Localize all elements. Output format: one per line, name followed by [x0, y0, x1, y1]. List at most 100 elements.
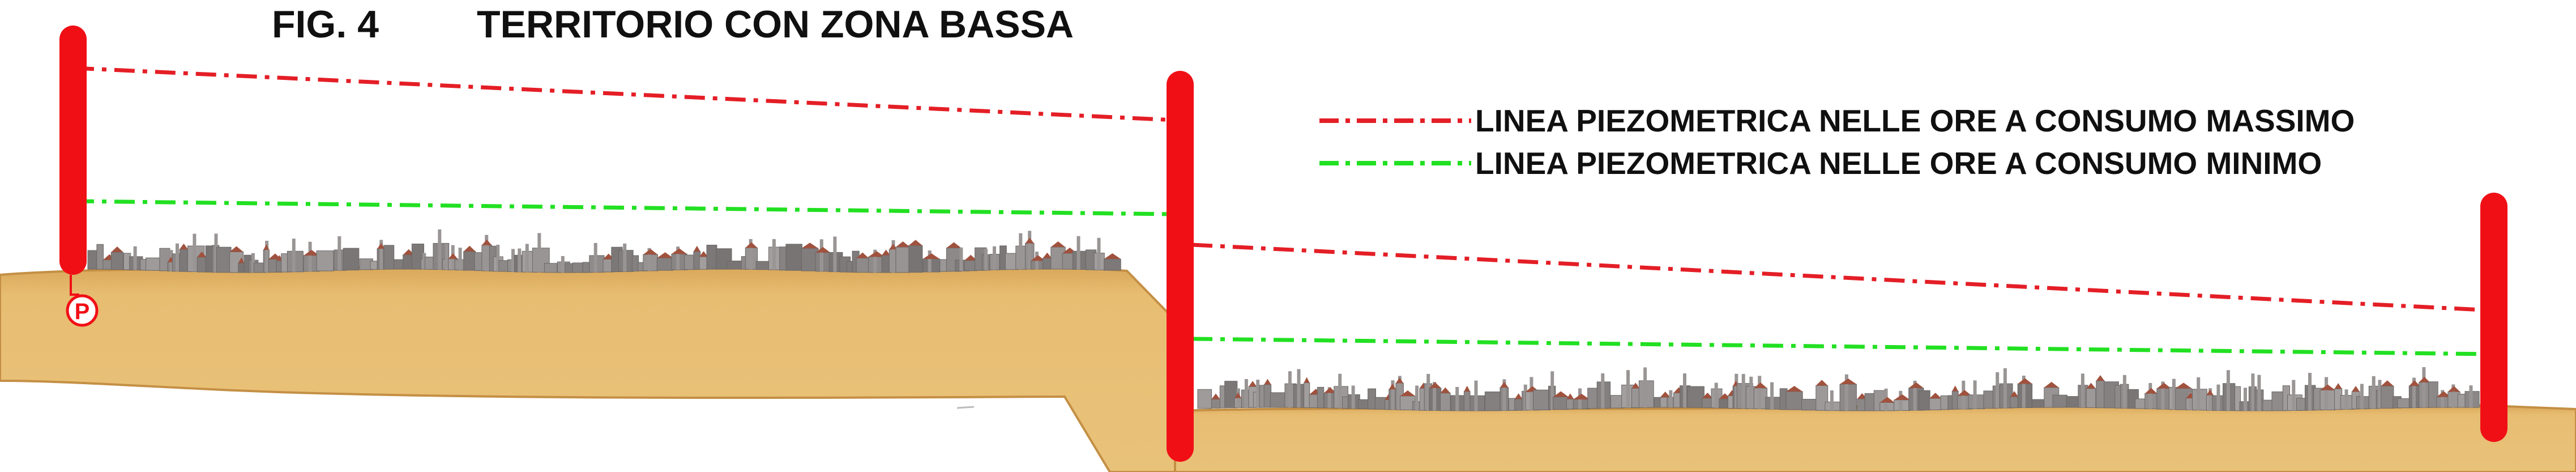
- town-building: [1270, 392, 1285, 408]
- town-tower: [1683, 373, 1686, 408]
- town-tower: [458, 248, 462, 270]
- town-building: [1687, 386, 1704, 408]
- town-tower: [1601, 373, 1605, 409]
- town-roof: [699, 251, 708, 257]
- town-tower: [1097, 237, 1101, 270]
- town-building: [908, 245, 923, 273]
- town-tower: [2003, 368, 2007, 409]
- town-tower: [1028, 231, 1032, 270]
- town-building: [856, 258, 869, 273]
- town-building: [656, 257, 674, 271]
- town-roof: [1104, 253, 1121, 259]
- town-roof: [882, 249, 891, 256]
- town-roof: [1500, 382, 1509, 388]
- town-building: [1342, 396, 1349, 409]
- town-building: [785, 244, 802, 271]
- town-roof: [403, 249, 415, 255]
- town-roof: [2018, 378, 2032, 384]
- town-building: [631, 255, 639, 271]
- town-tower: [525, 244, 529, 273]
- town-tower: [2441, 390, 2445, 407]
- town-building: [179, 249, 189, 272]
- town-roof: [2419, 376, 2430, 382]
- lower-plain-ground: [1174, 403, 2576, 472]
- town-roof: [2086, 382, 2096, 389]
- town-upper: [87, 229, 1121, 273]
- town-roof: [1566, 393, 1574, 399]
- town-roof: [1389, 384, 1396, 390]
- town-roof: [671, 248, 687, 254]
- town-roof: [1553, 391, 1569, 397]
- town-roof: [111, 246, 123, 252]
- town-building: [1104, 258, 1121, 271]
- town-roof: [889, 244, 898, 250]
- town-roof: [1249, 381, 1257, 387]
- town-roof: [2320, 384, 2335, 390]
- town-tower: [2257, 375, 2261, 411]
- town-tower: [2451, 384, 2455, 407]
- town-roof: [2175, 382, 2192, 389]
- town-building: [1929, 398, 1942, 410]
- town-tower: [2122, 375, 2126, 409]
- town-tower: [1749, 376, 1753, 409]
- town-roof: [1908, 382, 1924, 388]
- town-building: [2052, 394, 2067, 408]
- town-lower: [1197, 367, 2480, 411]
- town-roof: [922, 253, 940, 260]
- town-building: [2031, 399, 2045, 408]
- town-tower: [873, 249, 877, 273]
- town-roof: [693, 245, 700, 252]
- town-tower: [2325, 377, 2329, 410]
- town-roof: [1429, 382, 1441, 388]
- town-roof: [1264, 379, 1271, 385]
- town-tower: [1426, 373, 1430, 411]
- town-tower: [1415, 385, 1419, 410]
- legend: LINEA PIEZOMETRICA NELLE ORE A CONSUMO M…: [1319, 103, 2355, 181]
- town-building: [1463, 391, 1471, 411]
- town-building: [939, 259, 947, 272]
- town-tower: [819, 239, 823, 271]
- town-roof: [463, 245, 476, 252]
- town-tower: [338, 236, 341, 271]
- town-tower: [993, 246, 996, 270]
- town-tower: [2081, 373, 2084, 408]
- town-tower: [292, 239, 296, 272]
- town-roof: [1043, 252, 1052, 258]
- reservoir-left: [59, 25, 87, 275]
- figure-number: FIG. 4: [272, 3, 379, 46]
- town-roof: [2156, 382, 2172, 389]
- town-roof: [1702, 392, 1713, 398]
- pump-icon: P: [66, 275, 99, 327]
- town-building: [2262, 399, 2274, 411]
- town-building: [316, 250, 334, 271]
- town-tower: [2172, 379, 2176, 410]
- town-roof: [1786, 386, 1803, 392]
- town-tower: [2360, 384, 2364, 409]
- town-tower: [647, 248, 651, 271]
- town-tower: [1530, 377, 1533, 410]
- town-tower: [1770, 382, 1774, 410]
- town-roof: [2381, 380, 2394, 386]
- town-tower: [265, 240, 269, 273]
- town-tower: [1550, 371, 1554, 410]
- town-tower: [1338, 373, 1342, 409]
- town-tower: [676, 246, 680, 270]
- town-roof: [1631, 382, 1640, 389]
- town-building: [1553, 397, 1569, 410]
- town-roof: [1025, 237, 1035, 244]
- town-tower: [1913, 380, 1917, 411]
- town-roof: [895, 241, 910, 248]
- town-tower: [1244, 379, 1248, 408]
- town-building: [383, 245, 395, 270]
- town-roof: [304, 249, 319, 256]
- town-building: [216, 246, 232, 273]
- town-tower: [379, 240, 383, 270]
- town-roof: [2144, 388, 2158, 394]
- town-roof: [2044, 381, 2059, 388]
- town-tower: [2216, 384, 2220, 411]
- legend-min-label: LINEA PIEZOMETRICA NELLE ORE A CONSUMO M…: [1475, 146, 2322, 181]
- town-roof: [1395, 377, 1404, 384]
- town-tower: [2372, 376, 2376, 409]
- town-roof: [1929, 393, 1942, 399]
- figure-title: TERRITORIO CON ZONA BASSA: [477, 3, 1074, 46]
